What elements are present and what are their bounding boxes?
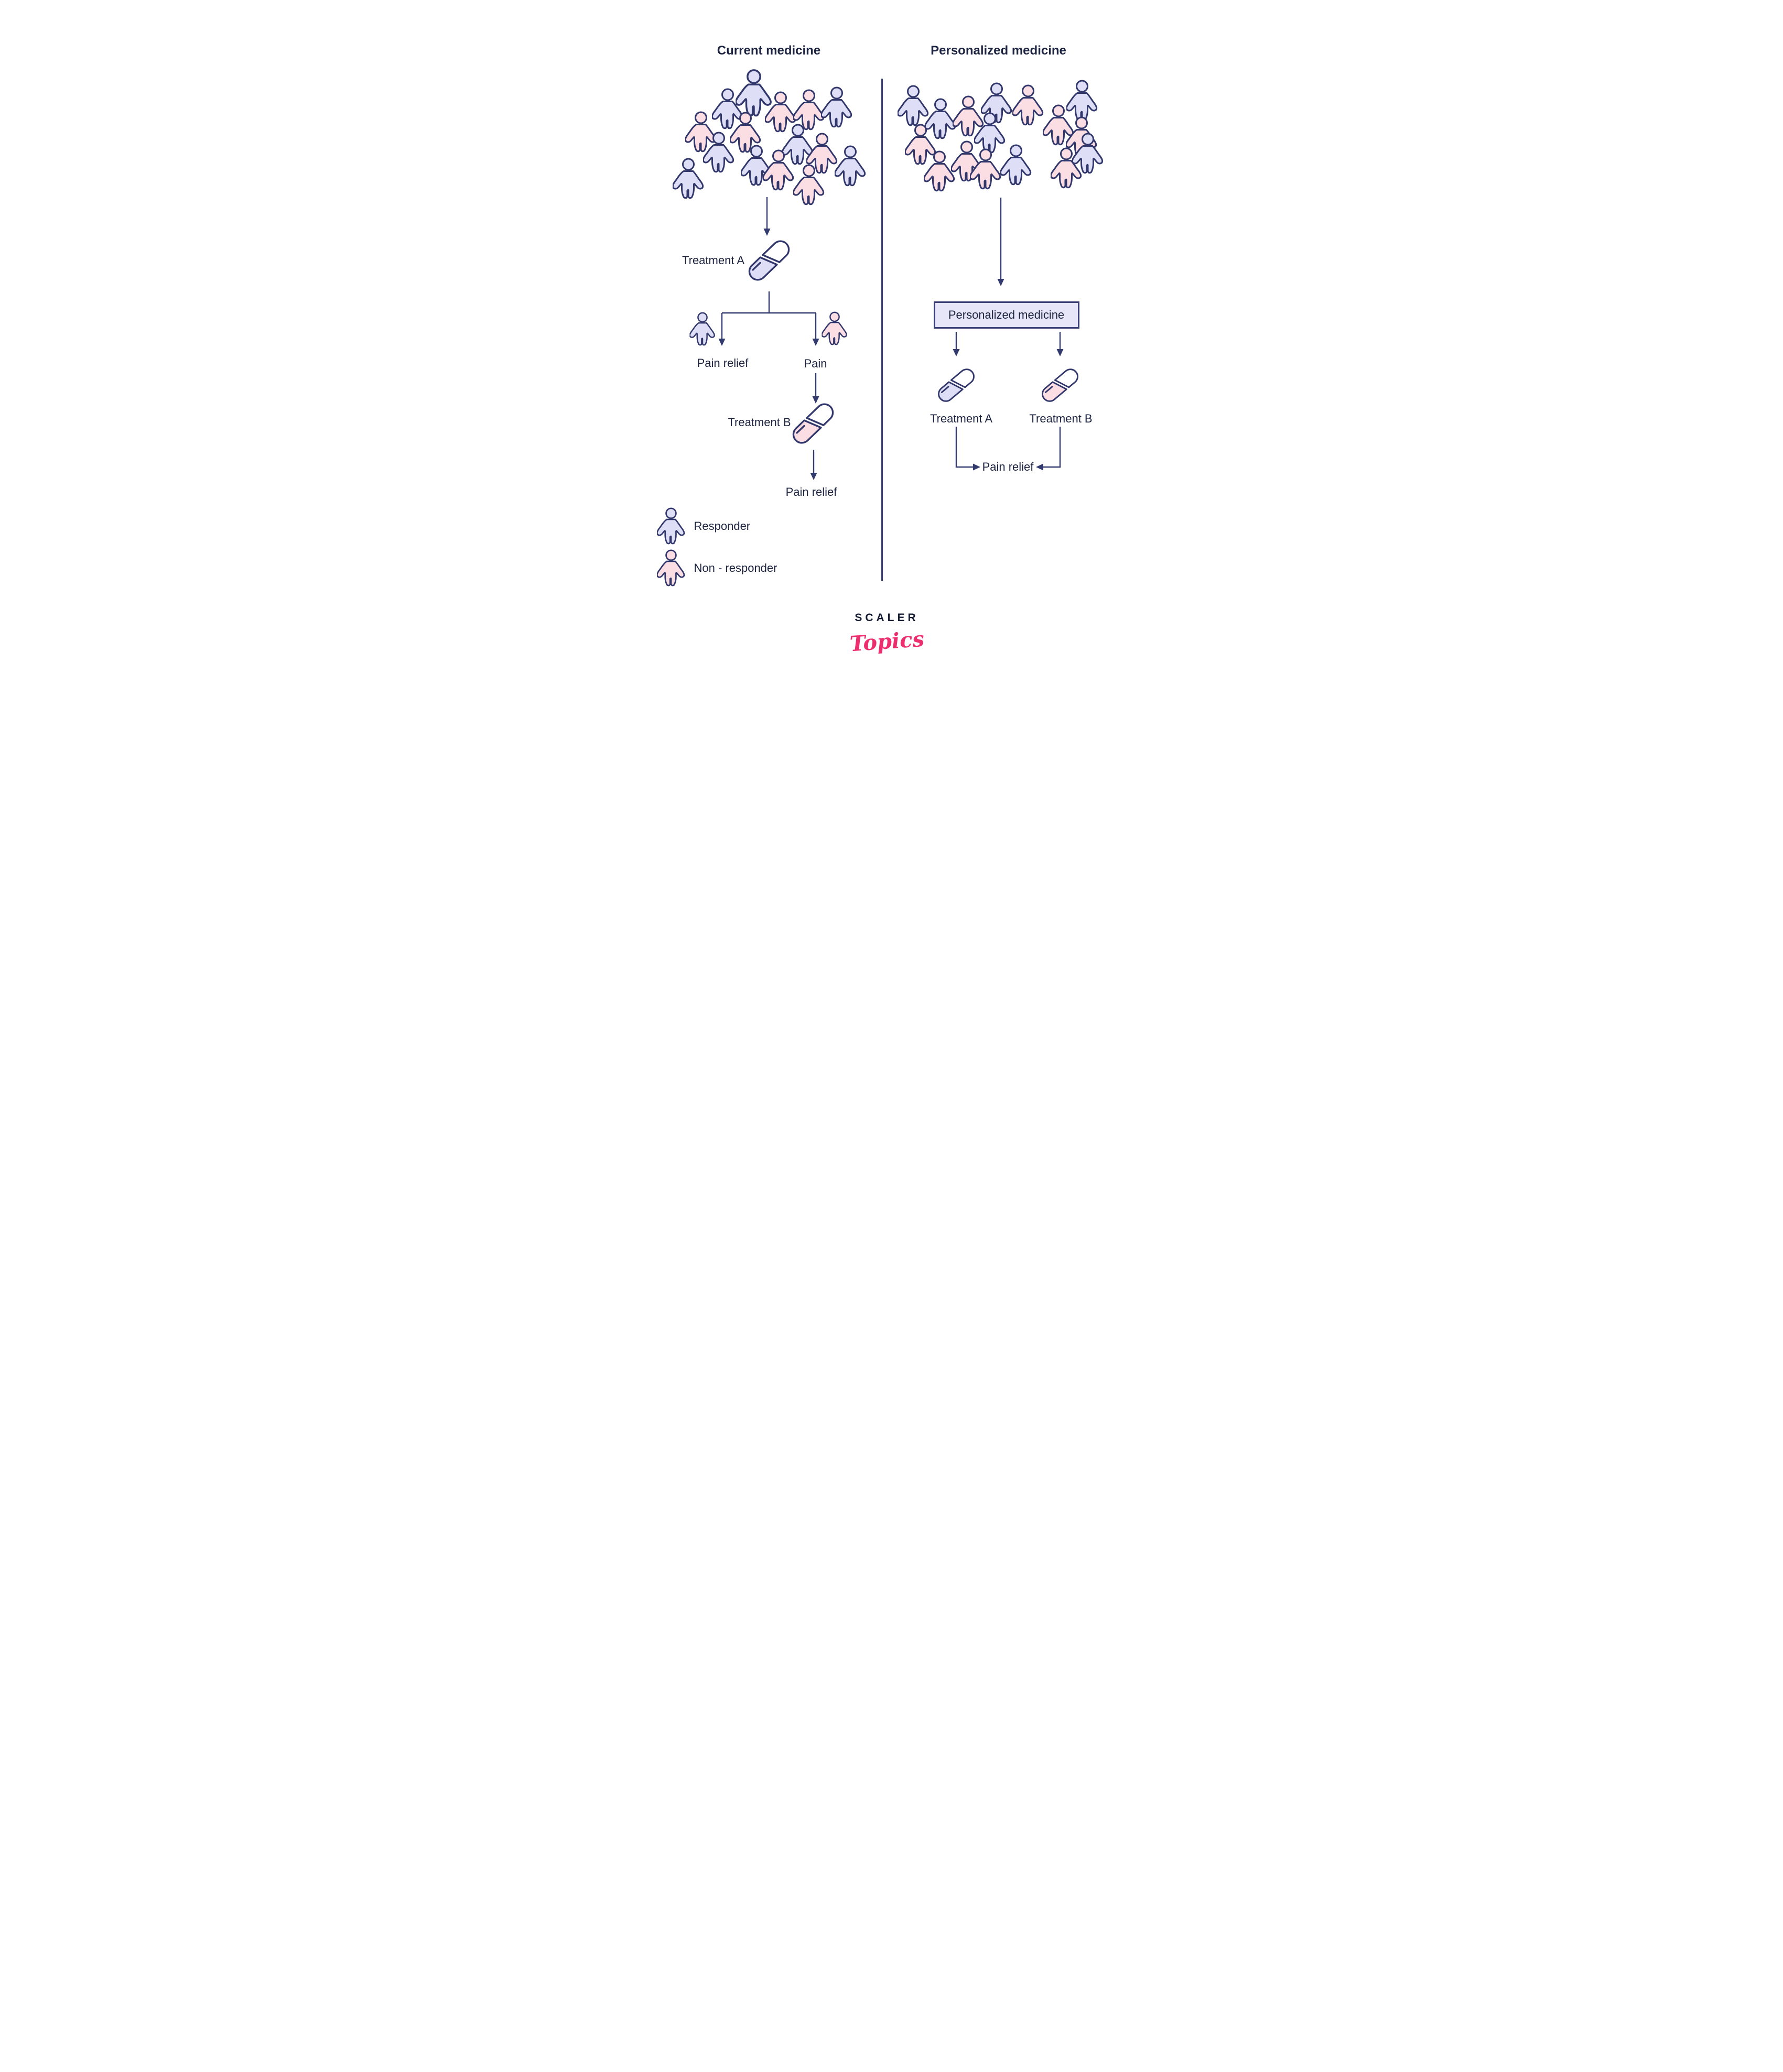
non-responder-person-icon	[729, 112, 761, 154]
non-responder-person-icon	[806, 133, 838, 175]
converge-left-arrowhead	[972, 463, 980, 471]
treatment-b-label: Treatment B	[728, 416, 791, 429]
non-responder-person-icon	[904, 124, 936, 166]
personalized-pain-relief-label: Pain relief	[982, 460, 1034, 473]
responder-legend-label: Responder	[694, 519, 751, 533]
branch-left-arrowhead	[718, 339, 725, 346]
responder-person-icon	[820, 86, 852, 128]
non-responder-person-icon	[969, 148, 1001, 190]
non-responder-person-icon	[793, 89, 825, 131]
right-funnel-arrowhead	[997, 279, 1004, 286]
non-responder-legend-label: Non - responder	[694, 561, 777, 574]
responder-person-icon	[1072, 133, 1104, 175]
personalized-treatment-a-label: Treatment A	[930, 412, 993, 425]
non-responder-legend-icon	[656, 549, 685, 587]
responder-person-icon	[1066, 80, 1098, 122]
non-responder-person-icon	[1050, 147, 1082, 189]
personalized-medicine-box: Personalized medicine	[933, 301, 1079, 329]
box-to-pill-a-arrowhead	[953, 349, 959, 356]
right-panel-title: Personalized medicine	[931, 44, 1066, 58]
responder-person-icon	[735, 69, 772, 118]
non-responder-person-icon	[1012, 84, 1044, 126]
connector-lines-layer	[718, 197, 1063, 480]
box-to-pill-b-arrowhead	[1056, 349, 1063, 356]
non-responder-person-icon	[821, 311, 847, 346]
responder-person-icon	[689, 312, 715, 346]
panel-divider	[881, 79, 883, 581]
non-responder-person-icon	[952, 95, 984, 137]
responder-person-icon	[782, 124, 814, 166]
non-responder-person-icon	[685, 111, 717, 153]
converge-right-arrowhead	[1035, 463, 1043, 471]
left-panel-title: Current medicine	[717, 44, 821, 58]
left-funnel-arrowhead	[763, 229, 770, 236]
branch-right-arrowhead	[812, 339, 819, 346]
b-to-relief-arrowhead	[810, 473, 817, 480]
non-responder-person-icon	[1042, 104, 1074, 146]
scaler-logo-text: SCALER	[855, 612, 919, 624]
scaler-topics-logo-text: Topics	[849, 626, 925, 657]
non-responder-person-icon	[923, 150, 955, 192]
responder-person-icon	[980, 82, 1012, 124]
non-responder-person-icon	[762, 149, 794, 191]
responder-person-icon	[897, 85, 929, 127]
responder-legend-icon	[656, 507, 685, 545]
treatment-b-pill-icon	[786, 397, 839, 450]
pain-relief-bottom-label: Pain relief	[785, 485, 837, 498]
responder-person-icon	[711, 88, 743, 130]
responder-person-icon	[834, 145, 866, 187]
non-responder-person-icon	[764, 91, 796, 133]
treatment-a-label: Treatment A	[682, 254, 745, 267]
responder-person-icon	[974, 112, 1006, 154]
personalized-treatment-a-pill-icon	[932, 363, 979, 407]
converge-left-line	[955, 427, 973, 468]
personalized-medicine-box-label: Personalized medicine	[948, 308, 1065, 321]
responder-person-icon	[1000, 144, 1032, 186]
diagram-canvas: Current medicine Personalized medicine	[594, 0, 1189, 691]
responder-person-icon	[924, 98, 956, 140]
pain-label: Pain	[804, 357, 827, 370]
pain-relief-label: Pain relief	[697, 356, 749, 370]
treatment-a-pill-icon	[742, 234, 795, 287]
personalized-treatment-b-pill-icon	[1036, 363, 1083, 407]
responder-person-icon	[703, 132, 734, 173]
non-responder-person-icon	[793, 164, 825, 206]
responder-person-icon	[672, 158, 704, 200]
personalized-treatment-b-label: Treatment B	[1029, 412, 1093, 425]
converge-right-line	[1043, 427, 1061, 468]
